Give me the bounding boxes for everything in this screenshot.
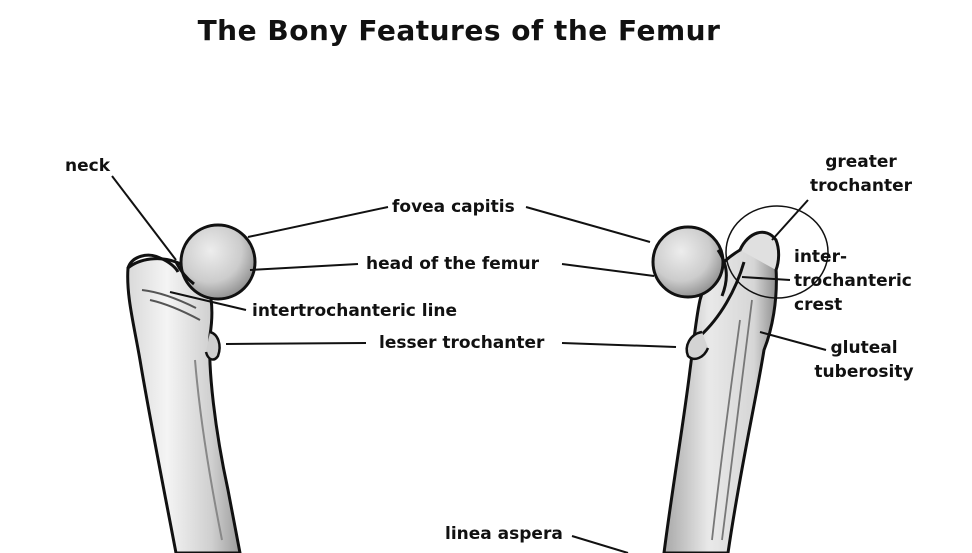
page-title: The Bony Features of the Femur xyxy=(197,14,721,47)
label-intertrochanteric-crest: inter- trochanteric crest xyxy=(794,245,912,317)
leader-lesser-left xyxy=(225,342,367,345)
left-lesser-trochanter xyxy=(204,330,221,361)
label-intertrochanteric-crest-line2: trochanteric xyxy=(794,271,912,291)
right-greater-trochanter xyxy=(738,230,781,271)
left-femur xyxy=(126,223,257,553)
leader-fovea-right xyxy=(525,206,651,243)
right-lesser-trochanter xyxy=(685,330,710,360)
leader-head-left xyxy=(249,263,359,271)
right-femur-head xyxy=(651,225,725,299)
label-lesser-trochanter: lesser trochanter xyxy=(379,333,545,353)
right-femur xyxy=(651,205,829,553)
right-shaft-lines xyxy=(711,299,753,541)
right-neck-joint xyxy=(716,249,728,297)
left-femur-head xyxy=(179,223,257,301)
label-greater-trochanter-line2: trochanter xyxy=(810,176,912,196)
label-fovea-capitis: fovea capitis xyxy=(392,197,515,217)
label-gluteal-tuberosity-line1: gluteal xyxy=(830,338,898,358)
label-neck: neck xyxy=(65,156,111,176)
leader-fovea-left xyxy=(247,206,389,238)
leader-inter-crest xyxy=(741,276,791,281)
highlight-circle xyxy=(725,205,829,299)
label-greater-trochanter-line1: greater xyxy=(825,152,897,172)
leader-head-right xyxy=(561,263,655,277)
leader-gluteal xyxy=(759,331,827,351)
label-linea-aspera: linea aspera xyxy=(445,524,563,544)
left-intertrochanteric-detail xyxy=(141,289,201,321)
label-intertrochanteric-crest-line1: inter- xyxy=(794,247,848,267)
right-intertrochanteric-crest xyxy=(698,261,746,338)
label-intertrochanteric-crest-line3: crest xyxy=(794,295,843,315)
left-shaft-shading xyxy=(194,359,223,541)
left-greater-trochanter-bump xyxy=(126,253,180,273)
leader-linea-aspera xyxy=(571,535,629,553)
label-head-of-femur: head of the femur xyxy=(366,254,539,274)
leader-lesser-right xyxy=(561,342,677,348)
label-gluteal-tuberosity: gluteal tuberosity xyxy=(808,336,920,384)
leader-lines xyxy=(111,175,827,553)
leader-neck xyxy=(111,175,177,261)
leader-greater-trochanter xyxy=(771,199,809,241)
leader-intertrochanteric-line xyxy=(169,291,247,311)
label-gluteal-tuberosity-line2: tuberosity xyxy=(814,362,914,382)
label-intertrochanteric-line: intertrochanteric line xyxy=(252,301,458,321)
label-greater-trochanter: greater trochanter xyxy=(802,150,920,198)
left-neck-joint xyxy=(174,261,195,286)
